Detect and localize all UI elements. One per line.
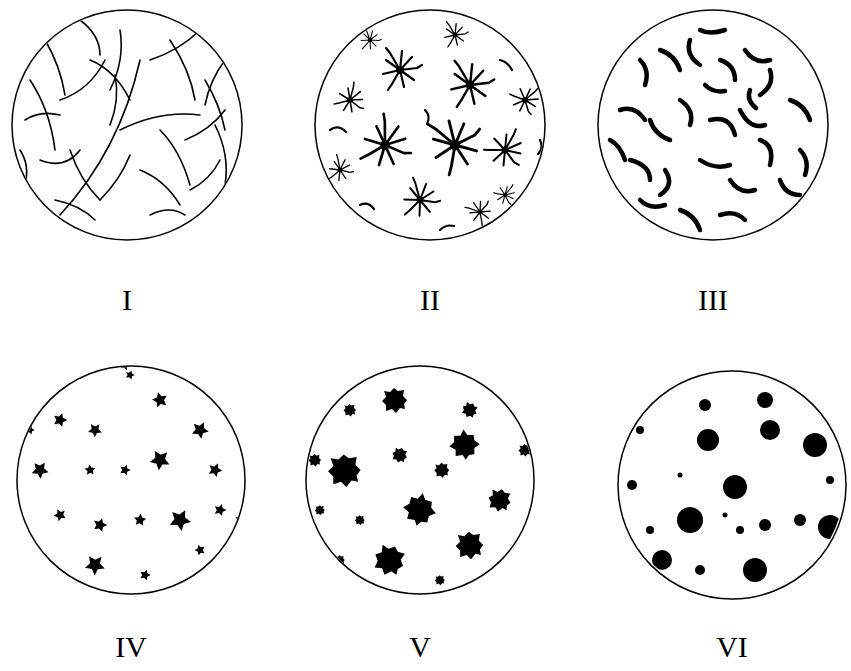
panel-label: IV: [115, 632, 147, 662]
flake-graphite: [12, 10, 242, 240]
rosette-graphite: [315, 10, 545, 240]
panel-label: I: [122, 285, 132, 315]
panel-label: VI: [716, 632, 748, 662]
vermicular-graphite: [598, 10, 828, 240]
panel-label: II: [420, 285, 440, 315]
panel-label: III: [698, 285, 728, 315]
panel-label: V: [409, 632, 431, 662]
aggregate-graphite: [17, 360, 246, 594]
compacted-graphite: [306, 366, 534, 594]
spheroidal-graphite: [618, 371, 846, 599]
